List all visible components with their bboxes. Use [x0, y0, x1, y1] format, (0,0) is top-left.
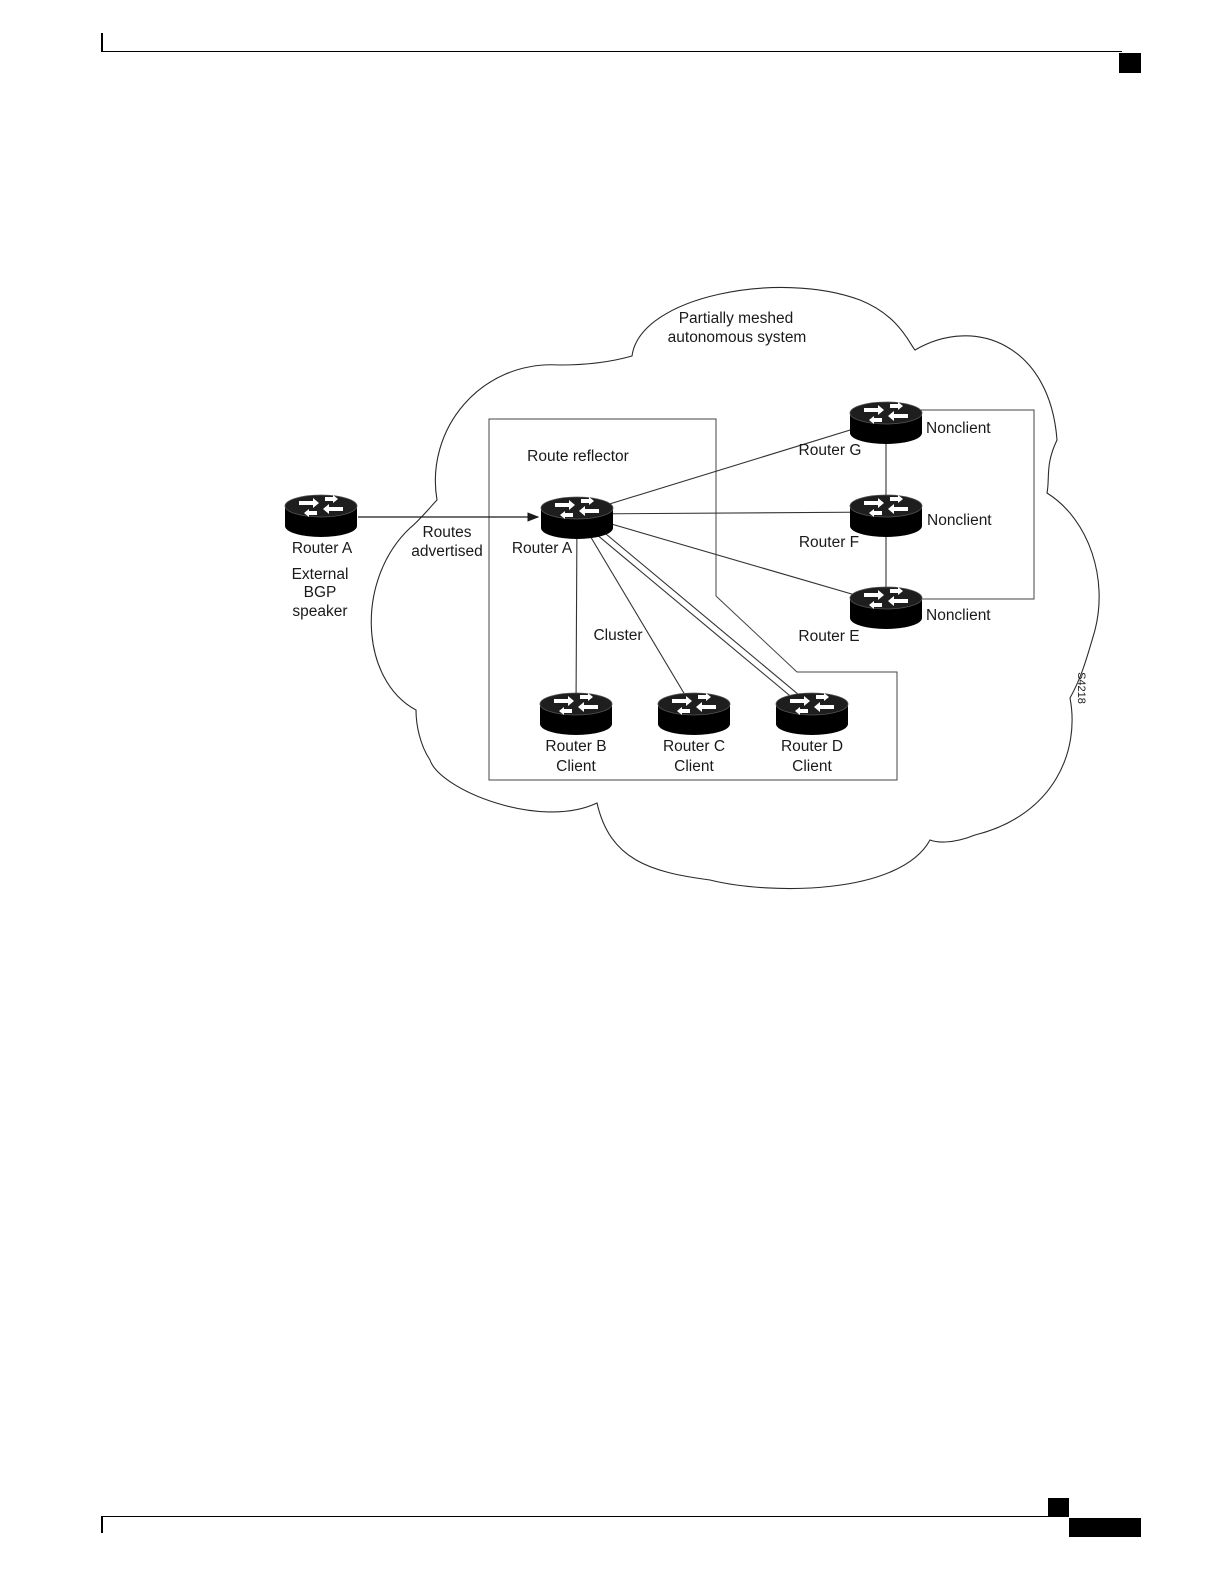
cluster-label: Cluster: [593, 627, 642, 644]
routes-advertised-line-2: advertised: [411, 543, 483, 560]
external-router-icon: [285, 495, 357, 537]
client-b-router-icon: [540, 693, 612, 735]
reflector-router-icon: [541, 497, 613, 539]
link-reflector-router-nonclient-e-router: [577, 514, 886, 604]
route-reflector-label: Route reflector: [527, 448, 629, 465]
external-router-role-line-3: speaker: [292, 603, 347, 620]
client-b-name: Router B: [545, 738, 606, 755]
client-b-role: Client: [556, 758, 596, 775]
nonclient-f-router-icon: [850, 495, 922, 537]
client-d-router-icon: [776, 693, 848, 735]
nonclient-g-role: Nonclient: [926, 420, 991, 437]
cloud-title-line-1: Partially meshed: [679, 310, 794, 327]
routes-advertised-line-1: Routes: [422, 524, 471, 541]
client-d-name: Router D: [781, 738, 843, 755]
reflector-router-name: Router A: [512, 540, 573, 557]
nonclient-e-router-icon: [850, 587, 922, 629]
nonclient-e-name: Router E: [798, 628, 859, 645]
autonomous-system-cloud: [371, 287, 1099, 888]
client-d-role: Client: [792, 758, 832, 775]
link-reflector-router-client-d-router: [572, 514, 807, 710]
cloud-title-line-2: autonomous system: [668, 329, 807, 346]
nonclient-f-role: Nonclient: [927, 512, 992, 529]
link-reflector-router-client-d-router-b: [582, 514, 817, 710]
external-router-role-line-2: BGP: [304, 584, 337, 601]
nonclient-g-router-icon: [850, 402, 922, 444]
client-c-role: Client: [674, 758, 714, 775]
client-c-router-icon: [658, 693, 730, 735]
link-reflector-router-nonclient-f-router: [577, 512, 886, 514]
nonclient-f-name: Router F: [799, 534, 859, 551]
client-c-name: Router C: [663, 738, 725, 755]
link-reflector-router-nonclient-g-router: [577, 419, 886, 514]
nonclient-g-name: Router G: [799, 442, 862, 459]
external-router-name: Router A: [292, 540, 353, 557]
nonclient-e-role: Nonclient: [926, 607, 991, 624]
figure-id: S4218: [1075, 672, 1087, 704]
link-reflector-router-client-b-router: [576, 514, 577, 710]
nonclient-boundary: [915, 410, 1034, 599]
external-router-role-line-1: External: [292, 566, 349, 583]
